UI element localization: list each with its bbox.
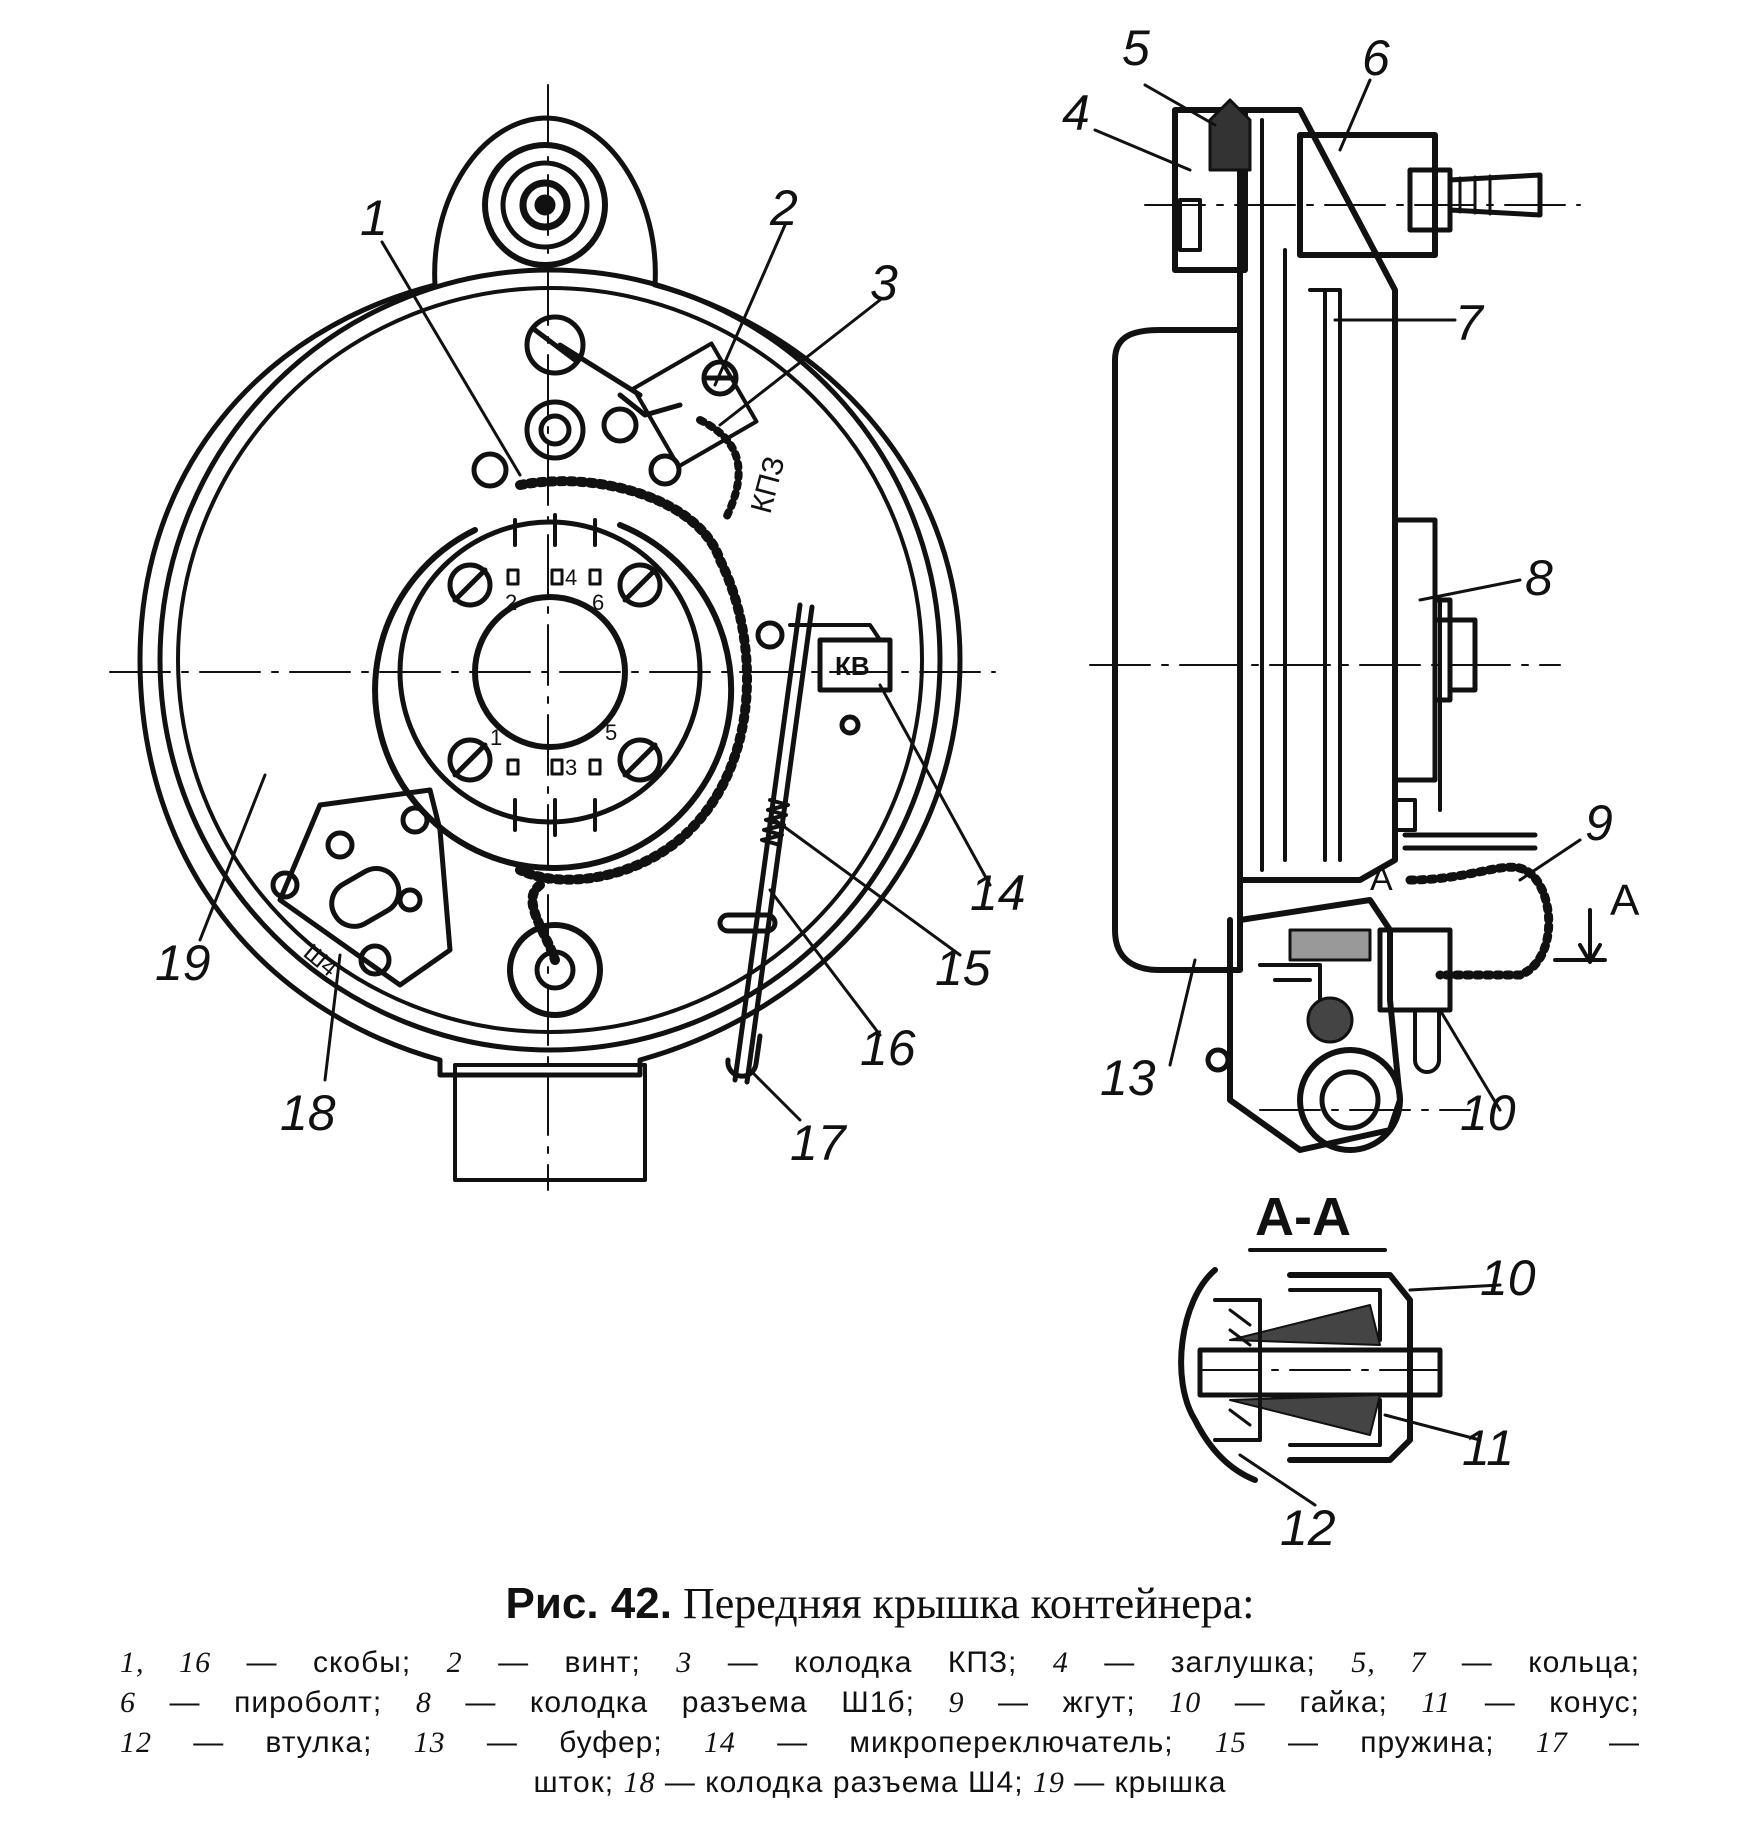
technical-drawing: 1 2 3 4 5 6 7 8 9 10 10 11 12 13 14 15 1…	[109, 20, 1640, 1556]
legend-item-text: — конус;	[1451, 1686, 1640, 1719]
leader-lines	[198, 78, 1582, 1507]
callout-13: 13	[1100, 1050, 1156, 1106]
pin-4: 4	[565, 565, 577, 590]
legend-item-number: 1, 16	[120, 1646, 212, 1679]
callout-17: 17	[790, 1115, 848, 1171]
callout-7: 7	[1455, 295, 1485, 351]
legend-item-number: 8	[415, 1686, 432, 1719]
legend-item-number: 12	[120, 1726, 152, 1759]
buffer	[1112, 327, 1243, 973]
legend-item-text: — крышка	[1064, 1766, 1227, 1799]
callout-8: 8	[1525, 550, 1553, 606]
callout-16: 16	[860, 1020, 916, 1076]
pin-2: 2	[505, 590, 517, 615]
callout-6: 6	[1362, 30, 1390, 86]
top-bolt	[482, 142, 608, 268]
legend-item-text: — скобы;	[211, 1646, 447, 1679]
legend-item-text: — пиробол­т;	[136, 1686, 416, 1719]
legend-item-text: — втулка;	[152, 1726, 414, 1759]
marking-kpz: КПЗ	[745, 453, 792, 517]
pin-5: 5	[605, 720, 617, 745]
rod	[717, 602, 815, 1085]
legend-line: 6 — пиробол­т; 8 — колодка разъема Ш1б; …	[120, 1683, 1640, 1723]
legend-item-text: —	[1567, 1726, 1640, 1759]
neck	[453, 1063, 647, 1182]
callout-10b: 10	[1480, 1250, 1536, 1306]
figure-title: Передняя крышка контейнера:	[682, 1579, 1255, 1628]
figure-number: Рис. 42.	[505, 1579, 672, 1628]
callout-12: 12	[1280, 1500, 1336, 1556]
callout-19: 19	[155, 935, 211, 991]
callout-11: 11	[1462, 1420, 1514, 1476]
central-connector	[372, 513, 735, 871]
front-view	[109, 84, 996, 1191]
legend-item-number: 2	[446, 1646, 463, 1679]
pyrobolt	[1297, 132, 1543, 258]
legend-item-text: шток;	[533, 1766, 624, 1799]
cover-outline	[137, 115, 963, 1078]
marking-kv: КВ	[835, 651, 870, 681]
legend-item-text: — микропереключатель;	[735, 1726, 1215, 1759]
legend-item-number: 3	[676, 1646, 693, 1679]
legend-line: 12 — втулка; 13 — буфер; 14 — микроперек…	[120, 1723, 1640, 1763]
callout-1: 1	[360, 190, 388, 246]
legend-item-number: 6	[120, 1686, 136, 1719]
legend-item-number: 13	[413, 1726, 446, 1759]
connector-sh4	[270, 787, 453, 988]
legend-item-number: 17	[1535, 1726, 1568, 1759]
caption-title: Рис. 42. Передняя крышка контейнера:	[120, 1578, 1640, 1629]
figure-caption: Рис. 42. Передняя крышка контейнера: 1, …	[120, 1578, 1640, 1803]
pin-1: 1	[490, 725, 502, 750]
section-label: А-А	[1255, 1187, 1351, 1247]
callout-14: 14	[970, 865, 1026, 921]
callout-15: 15	[935, 940, 991, 996]
side-view	[1089, 98, 1607, 1153]
harness	[1405, 862, 1554, 980]
legend-line: 1, 16 — скобы; 2 — винт; 3 — колодка КПЗ…	[120, 1643, 1640, 1683]
legend-item-number: 18	[623, 1766, 656, 1799]
legend-item-number: 11	[1421, 1686, 1452, 1719]
section-aa	[1178, 1248, 1451, 1483]
legend-item-number: 14	[703, 1726, 736, 1759]
legend-item-number: 19	[1032, 1766, 1065, 1799]
legend-item-number: 4	[1052, 1646, 1069, 1679]
callout-4: 4	[1062, 85, 1090, 141]
pin-6: 6	[592, 590, 604, 615]
legend-item-text: — колодка разъема Ш4;	[655, 1766, 1033, 1799]
legend-item-number: 9	[948, 1686, 965, 1719]
legend-item-text: — буфер;	[445, 1726, 704, 1759]
callout-2: 2	[769, 180, 798, 236]
section-arrow-label: А	[1610, 876, 1640, 925]
legend-item-number: 15	[1214, 1726, 1247, 1759]
microswitch	[755, 620, 893, 736]
connector-sh16	[1392, 517, 1438, 783]
legend-item-number: 10	[1169, 1686, 1202, 1719]
legend-item-text: — заглушка;	[1068, 1646, 1352, 1679]
legend-item-text: — пружина;	[1246, 1726, 1536, 1759]
callout-18: 18	[280, 1085, 336, 1141]
legend-item-text: — колодка КПЗ;	[692, 1646, 1053, 1679]
callout-3: 3	[870, 255, 898, 311]
section-mark: А	[1370, 860, 1393, 898]
pin-3: 3	[565, 755, 577, 780]
marking-sh4: Ш4	[298, 939, 342, 982]
legend-item-text: — жгут;	[964, 1686, 1170, 1719]
legend-line: шток; 18 — колодка разъема Ш4; 19 — крыш…	[120, 1763, 1640, 1803]
legend-item-text: — гайка;	[1201, 1686, 1422, 1719]
legend-item-text: — колодка разъема Ш1б;	[431, 1686, 949, 1719]
legend-item-text: — кольца;	[1426, 1646, 1641, 1679]
legend: 1, 16 — скобы; 2 — винт; 3 — колодка КПЗ…	[120, 1643, 1640, 1803]
callout-9: 9	[1585, 795, 1613, 851]
callout-5: 5	[1122, 20, 1150, 76]
callout-10: 10	[1460, 1085, 1516, 1141]
legend-item-number: 5, 7	[1351, 1646, 1427, 1679]
legend-item-text: — винт;	[462, 1646, 677, 1679]
